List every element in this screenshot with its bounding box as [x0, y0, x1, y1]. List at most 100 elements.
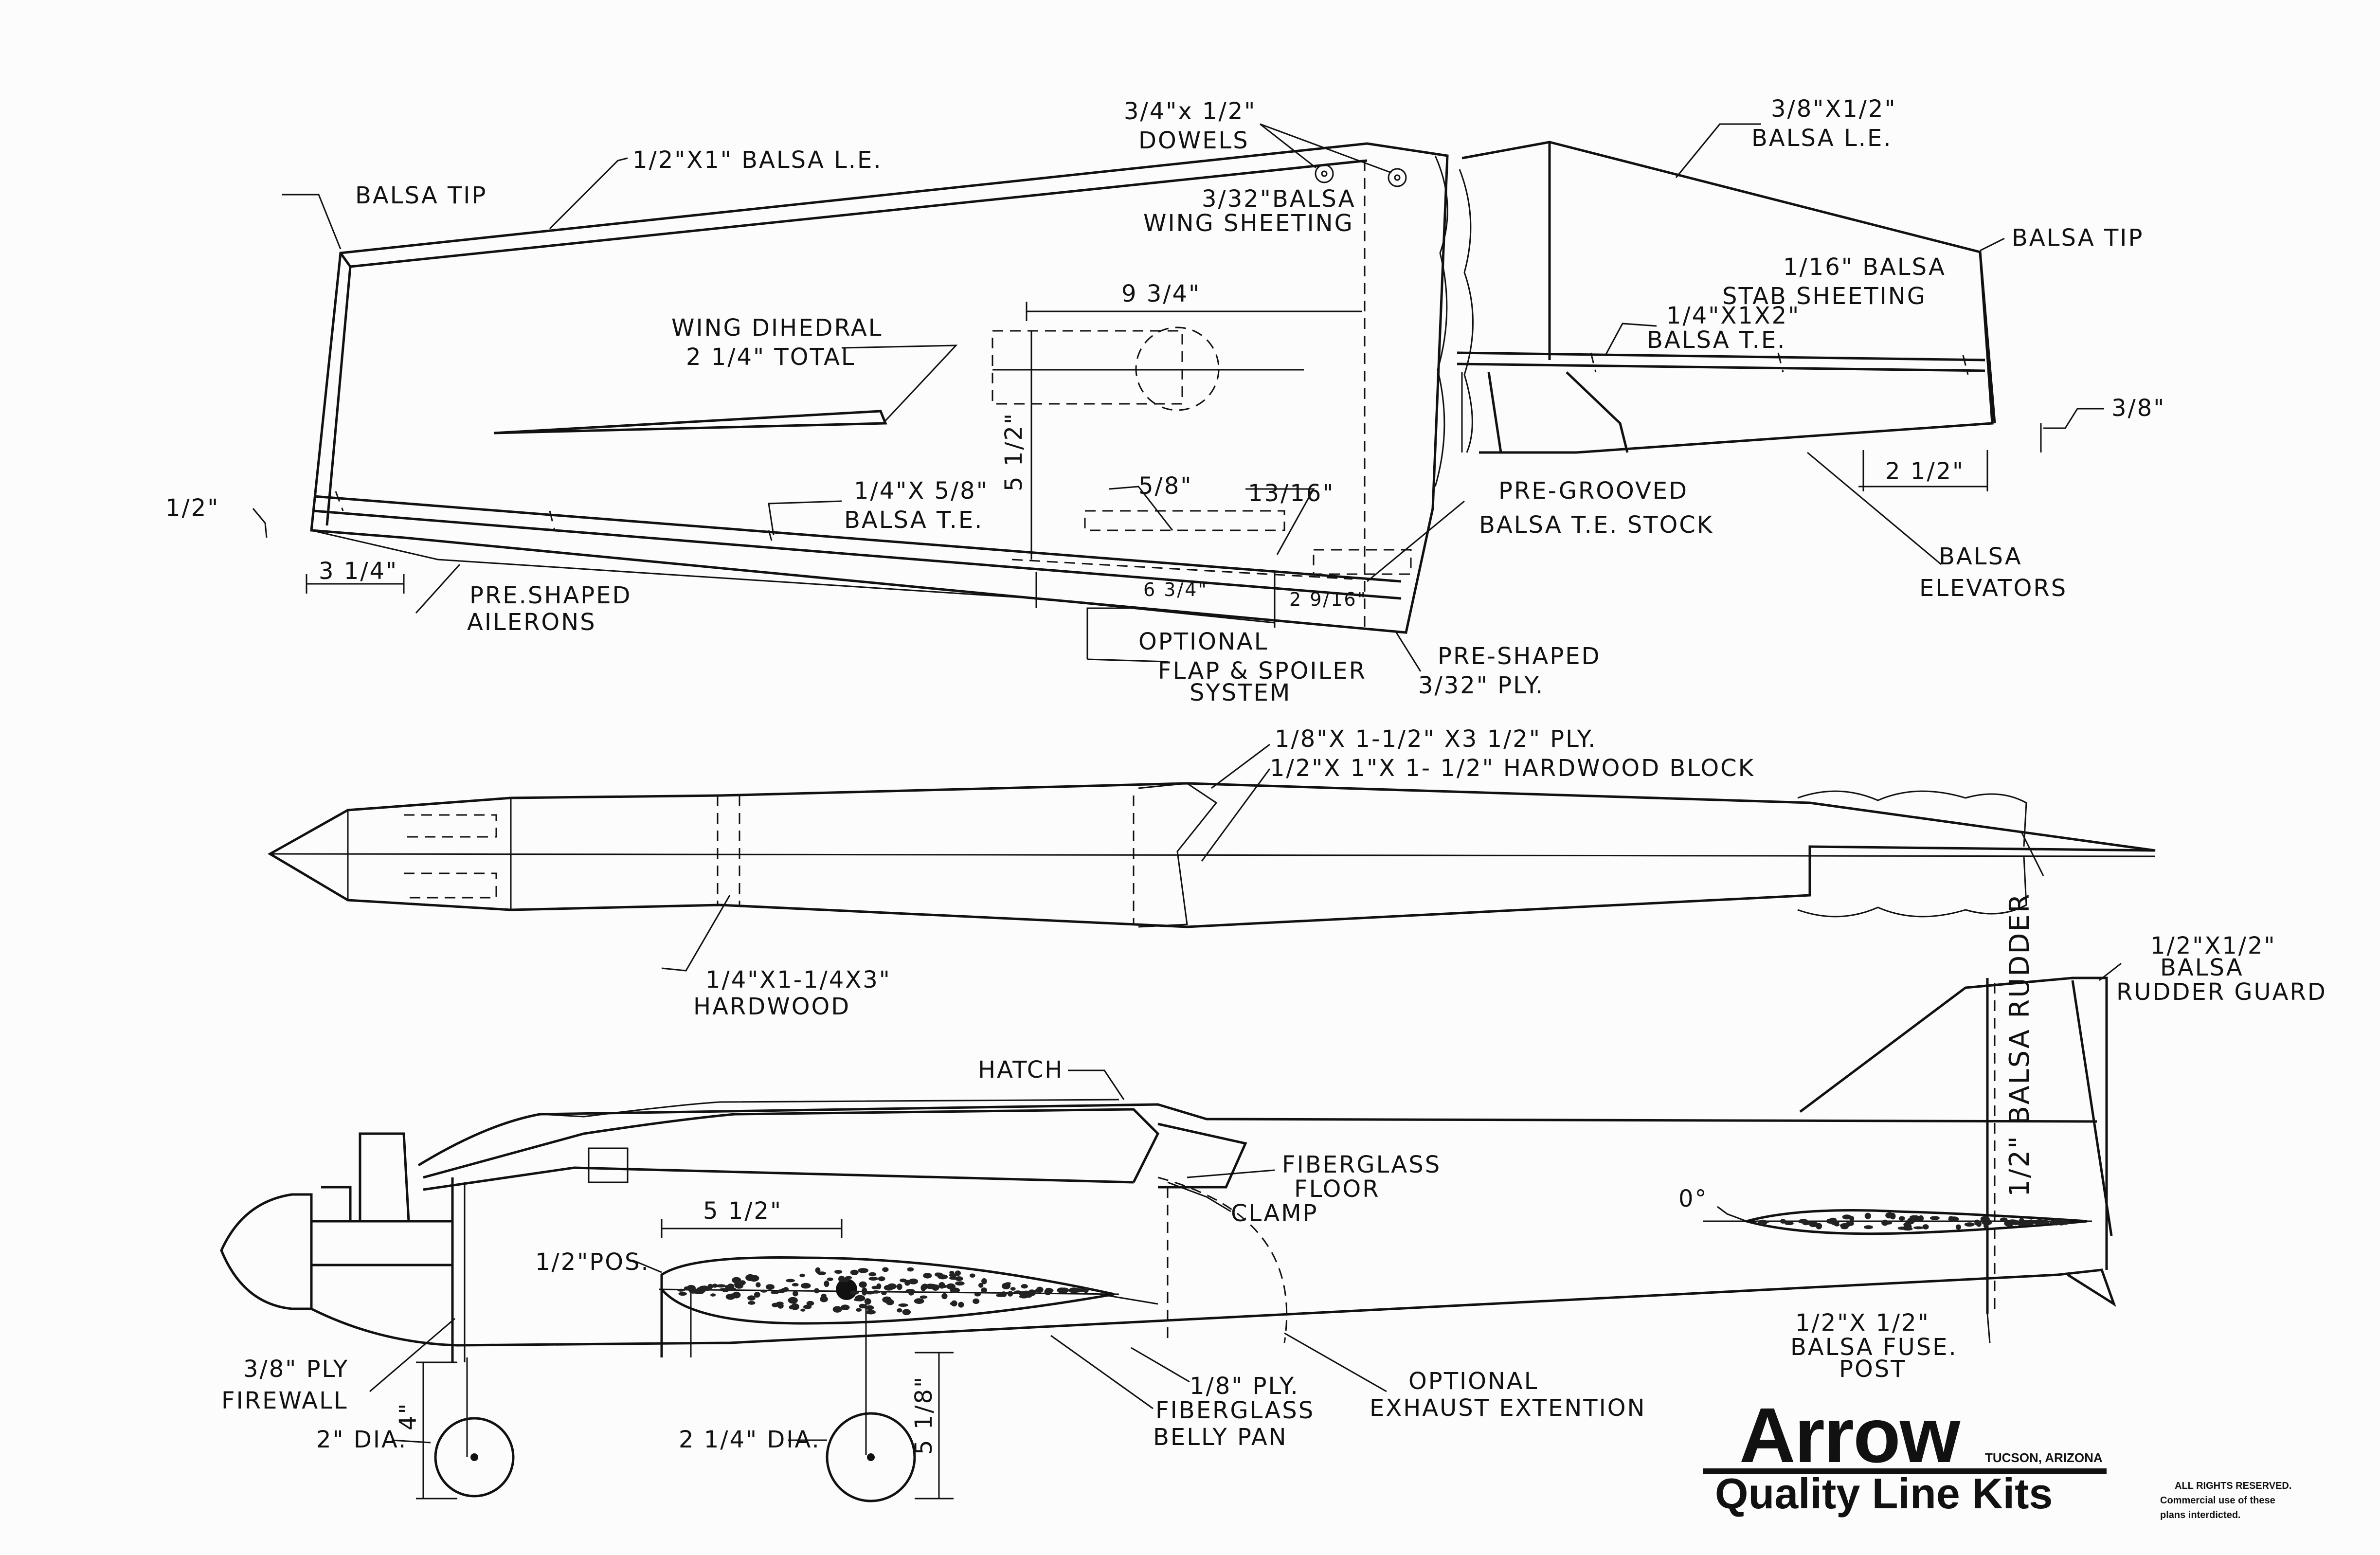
- balsa-speck: [1964, 1222, 1975, 1227]
- dim-5-1-2-side: 5 1/2": [703, 1197, 782, 1225]
- balsa-speck: [1976, 1220, 1982, 1227]
- fuselage-top-labels: 1/8"X 1-1/2" X3 1/2" PLY. 1/2"X 1"X 1- 1…: [693, 725, 1753, 1020]
- balsa-speck: [745, 1274, 756, 1281]
- dim-3-8: 3/8": [2111, 395, 2165, 422]
- balsa-speck: [760, 1289, 767, 1293]
- balsa-speck: [1864, 1212, 1871, 1219]
- balsa-speck: [735, 1283, 744, 1289]
- balsa-speck: [905, 1289, 915, 1293]
- fuselage-side-view: [220, 962, 2122, 1502]
- wing-plan: [252, 123, 1465, 672]
- balsa-speck: [1913, 1226, 1924, 1230]
- balsa-speck: [814, 1288, 820, 1294]
- balsa-speck: [1010, 1287, 1016, 1291]
- balsa-speck: [820, 1296, 828, 1302]
- balsa-speck: [788, 1297, 798, 1304]
- balsa-speck: [710, 1293, 716, 1297]
- balsa-speck: [950, 1302, 956, 1305]
- balsa-speck: [871, 1290, 881, 1294]
- balsa-speck: [1806, 1221, 1812, 1225]
- balsa-speck: [719, 1288, 729, 1291]
- balsa-speck: [881, 1291, 887, 1295]
- stab-sheeting-size-label: 1/16" BALSA: [1783, 253, 1946, 281]
- balsa-speck: [1840, 1223, 1850, 1229]
- location-label: TUCSON, ARIZONA: [1985, 1450, 2103, 1465]
- balsa-speck: [834, 1270, 843, 1274]
- balsa-speck: [878, 1276, 885, 1282]
- wing-sheeting-label: WING SHEETING: [1143, 210, 1354, 237]
- stab-te-label: BALSA T.E.: [1647, 326, 1786, 354]
- belly-pan-label: BELLY PAN: [1153, 1424, 1288, 1451]
- balsa-speck: [850, 1269, 859, 1275]
- balsa-speck: [864, 1298, 871, 1305]
- balsa-speck: [958, 1302, 964, 1308]
- balsa-speck: [970, 1273, 975, 1278]
- balsa-speck: [824, 1280, 829, 1287]
- balsa-speck: [920, 1284, 926, 1291]
- balsa-speck: [858, 1268, 868, 1273]
- balsa-speck: [1826, 1221, 1838, 1224]
- rudder-guard-label: RUDDER GUARD: [2116, 978, 2327, 1006]
- balsa-speck: [748, 1301, 756, 1305]
- balsa-speck: [938, 1284, 948, 1288]
- balsa-speck: [712, 1284, 718, 1288]
- balsa-speck: [1057, 1287, 1066, 1293]
- balsa-speck: [799, 1273, 805, 1278]
- stab-le-size-label: 3/8"X1/2": [1771, 95, 1897, 123]
- rudder-guard-balsa-label: BALSA: [2160, 954, 2244, 981]
- balsa-speck: [885, 1299, 894, 1305]
- wing-labels: BALSA TIP 1/2"X1" BALSA L.E. 3/4"x 1/2" …: [165, 98, 1712, 706]
- balsa-speck: [1025, 1293, 1032, 1298]
- balsa-speck: [1784, 1221, 1794, 1226]
- balsa-speck: [853, 1298, 864, 1302]
- dim-13-16: 13/16": [1248, 480, 1334, 507]
- zero-degree-label: 0°: [1678, 1185, 1708, 1212]
- balsa-speck: [754, 1292, 760, 1298]
- balsa-speck: [727, 1284, 735, 1290]
- rudder-guard-size-label: 1/2"X1/2": [2150, 932, 2276, 959]
- elevators-balsa-label: BALSA: [1939, 543, 2022, 570]
- ply-size-label: 3/32" PLY.: [1418, 672, 1544, 699]
- balsa-speck: [850, 1290, 859, 1295]
- balsa-speck: [1070, 1288, 1078, 1293]
- balsa-speck: [978, 1283, 984, 1288]
- balsa-speck: [677, 1288, 685, 1292]
- balsa-speck: [792, 1283, 799, 1287]
- balsa-speck: [701, 1285, 709, 1291]
- balsa-speck: [747, 1295, 756, 1301]
- stab-te-size-label: 1/4"X1X2": [1666, 302, 1800, 329]
- dim-4-label: 4": [395, 1402, 422, 1430]
- balsa-speck: [1955, 1224, 1961, 1230]
- hardwood-label: HARDWOOD: [693, 993, 850, 1020]
- balsa-speck: [920, 1295, 928, 1299]
- balsa-speck: [868, 1277, 878, 1281]
- dim-2-1-2: 2 1/2": [1885, 458, 1965, 485]
- balsa-speck: [1897, 1227, 1907, 1230]
- balsa-speck: [1898, 1216, 1905, 1221]
- stab-le-label: BALSA L.E.: [1751, 125, 1893, 152]
- balsa-speck: [786, 1279, 795, 1283]
- balsa-speck: [693, 1290, 704, 1294]
- balsa-speck: [955, 1281, 965, 1286]
- rudder-label: 1/2" BALSA RUDDER: [2004, 892, 2036, 1197]
- balsa-speck: [882, 1267, 889, 1272]
- balsa-speck: [716, 1284, 726, 1288]
- ply-1-8-label: 1/8" PLY.: [1190, 1373, 1299, 1400]
- balsa-speck: [1798, 1219, 1808, 1224]
- rights-reserved-label: ALL RIGHTS RESERVED.: [2175, 1481, 2291, 1491]
- hardwood-size-label: 1/4"X1-1/4X3": [705, 966, 891, 994]
- dim-9-3-4: 9 3/4": [1121, 280, 1201, 307]
- fuse-post-balsa-label: BALSA FUSE.: [1790, 1334, 1958, 1361]
- balsa-speck: [832, 1306, 842, 1313]
- dihedral-total-label: 2 1/4" TOTAL: [686, 344, 856, 371]
- balsa-speck: [1008, 1291, 1013, 1297]
- dim-6-3-4: 6 3/4": [1143, 579, 1208, 600]
- balsa-speck: [1929, 1216, 1940, 1220]
- balsa-speck: [765, 1284, 775, 1290]
- fuse-post-size-label: 1/2"X 1/2": [1795, 1309, 1930, 1337]
- balsa-speck: [687, 1287, 696, 1292]
- balsa-speck: [1046, 1288, 1053, 1294]
- exhaust-extension-label: EXHAUST EXTENTION: [1370, 1394, 1646, 1422]
- balsa-speck: [865, 1310, 876, 1315]
- balsa-speck: [2059, 1219, 2065, 1226]
